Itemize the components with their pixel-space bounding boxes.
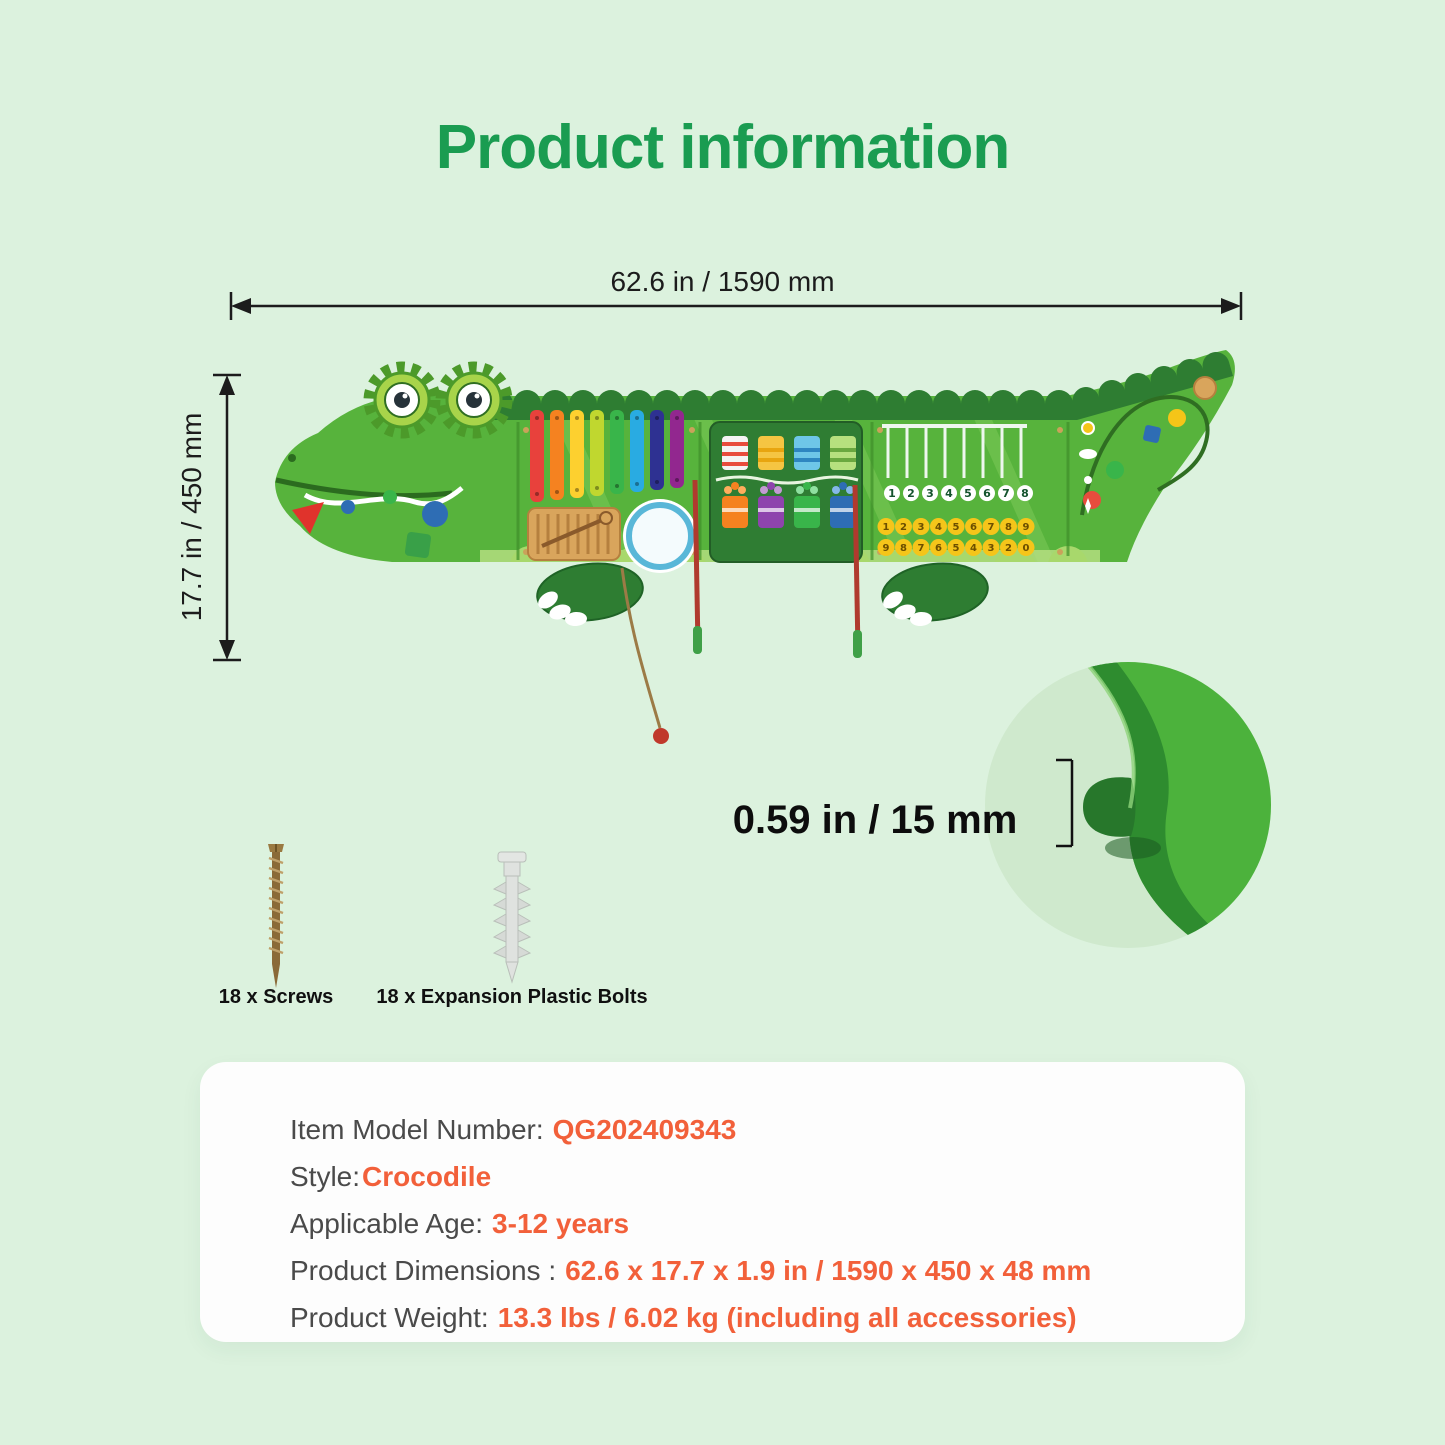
screws-label: 18 x Screws [218,986,334,1008]
svg-text:6: 6 [935,543,942,554]
bolts-label: 18 x Expansion Plastic Bolts [376,986,648,1008]
drum-mallet [620,567,669,744]
svg-text:6: 6 [983,487,991,500]
lacing-bead-green [383,490,397,504]
cans-panel [709,421,863,563]
spec-value: 13.3 lbs / 6.02 kg (including all access… [497,1302,1077,1333]
bead-maze-panel [1079,376,1217,516]
spec-value: 3-12 years [492,1208,630,1239]
svg-text:1: 1 [883,522,890,533]
nostril [288,454,296,462]
svg-text:8: 8 [1005,522,1012,533]
height-dimension-arrow [213,373,241,662]
spec-row-model: Item Model Number: QG202409343 [290,1106,1205,1153]
svg-text:4: 4 [945,487,953,500]
screw-icon [268,844,284,988]
svg-text:3: 3 [918,522,925,533]
square-shape [404,531,432,559]
cloud-icon [1079,449,1097,459]
spec-value: 62.6 x 17.7 x 1.9 in / 1590 x 450 x 48 m… [565,1255,1092,1286]
thickness-detail-photo [985,662,1271,948]
crocodile-feet [536,562,989,627]
spec-label: Item Model Number: [290,1114,544,1145]
svg-text:5: 5 [953,522,960,533]
spec-row-dimensions: Product Dimensions : 62.6 x 17.7 x 1.9 in… [290,1247,1205,1294]
crocodile-head [275,361,513,559]
spec-row-style: Style:Crocodile [290,1153,1205,1200]
right-eye-gear-icon [435,361,513,439]
width-dimension-arrow [229,292,1243,320]
svg-text:7: 7 [918,543,925,554]
svg-text:7: 7 [988,522,995,533]
circle-shape [422,501,448,527]
wood-knob [1193,376,1217,400]
svg-text:9: 9 [883,543,890,554]
weather-icons [1079,421,1097,514]
svg-text:4: 4 [935,522,942,533]
lacing-bead-blue [341,500,355,514]
drumstick-left [692,479,702,654]
washboard [527,507,621,561]
cans-bottom-row [722,482,856,528]
spec-label: Product Weight: [290,1302,489,1333]
thickness-measure-bracket [1056,758,1074,848]
drumstick-right [852,484,862,658]
svg-text:9: 9 [1023,522,1030,533]
thickness-label: 0.59 in / 15 mm [732,798,1018,842]
edge-gear-tooth [1083,777,1136,837]
spec-label: Style: [290,1161,361,1192]
spec-value: Crocodile [362,1161,492,1192]
page-title: Product information [435,113,1010,182]
xylophone [530,410,684,502]
triangle-shape [292,502,324,534]
expansion-bolt-icon [492,851,532,984]
spec-row-age: Applicable Age: 3-12 years [290,1200,1205,1247]
svg-text:2: 2 [900,522,907,533]
svg-text:5: 5 [964,487,972,500]
svg-text:7: 7 [1002,487,1010,500]
svg-text:5: 5 [953,543,960,554]
raindrop-icon [1084,476,1092,484]
spec-row-weight: Product Weight: 13.3 lbs / 6.02 kg (inclu… [290,1294,1205,1341]
spec-label: Product Dimensions : [290,1255,557,1286]
svg-text:2: 2 [1005,543,1012,554]
specs-card: Item Model Number: QG202409343 Style:Croc… [200,1062,1245,1342]
svg-text:0: 0 [1023,543,1030,554]
cans-top-row [722,436,856,470]
drum [623,499,697,573]
sun-icon [1081,421,1095,435]
svg-text:4: 4 [970,543,977,554]
mouth-line [275,477,453,499]
left-eye-gear-icon [363,361,441,439]
height-dimension-label: 17.7 in / 450 mm [176,412,207,622]
back-ridge [485,352,1233,420]
svg-text:8: 8 [1021,487,1029,500]
svg-text:3: 3 [926,487,934,500]
svg-text:3: 3 [988,543,995,554]
svg-text:6: 6 [970,522,977,533]
snowflake-icon [1085,498,1091,514]
svg-text:8: 8 [900,543,907,554]
svg-text:2: 2 [907,487,915,500]
spec-label: Applicable Age: [290,1208,484,1239]
spec-value: QG202409343 [552,1114,737,1145]
svg-text:1: 1 [888,487,896,500]
lacing-string [303,486,464,507]
width-dimension-label: 62.6 in / 1590 mm [610,266,835,297]
panel-separators [516,422,1070,560]
